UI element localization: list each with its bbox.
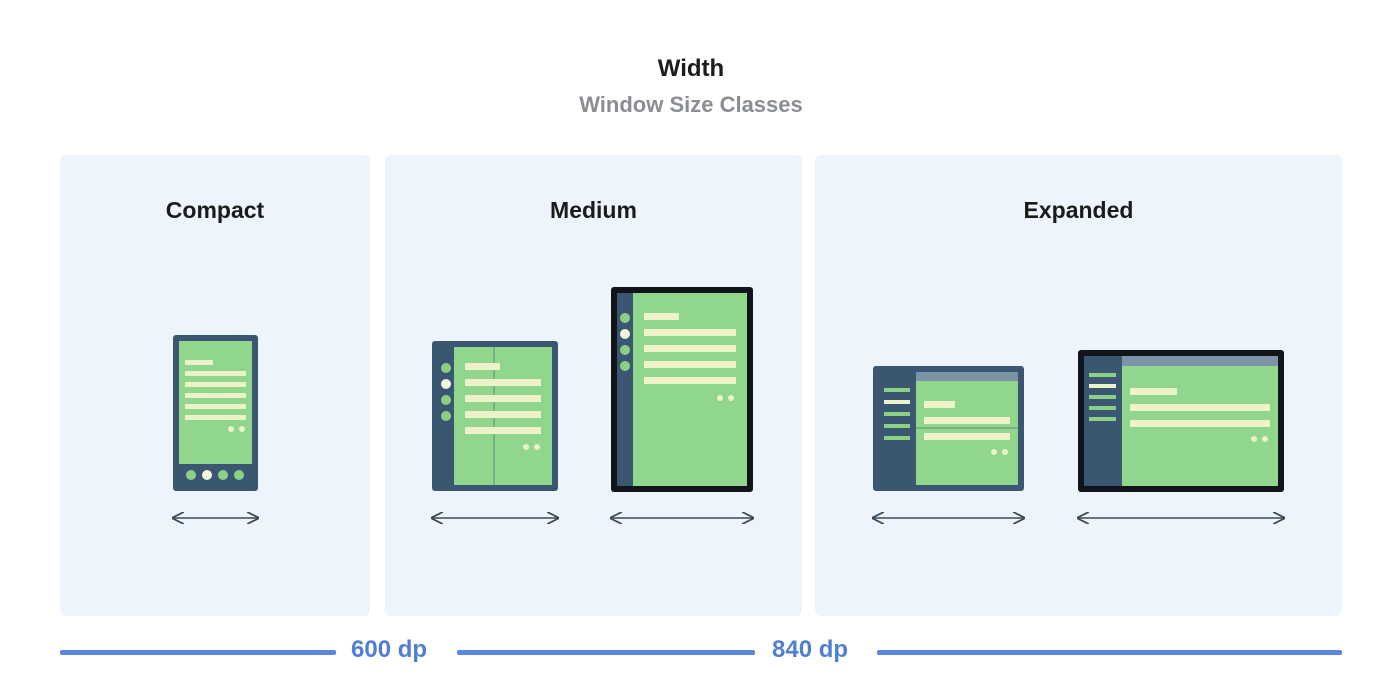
diagram-title: Width (657, 55, 725, 82)
foldable-landscape-device-icon (873, 366, 1024, 491)
panel-compact: Compact (60, 155, 370, 616)
breakpoint-line-segment (457, 650, 755, 655)
breakpoint-label-600: 600 dp (351, 636, 428, 663)
panel-label-medium: Medium (550, 197, 637, 223)
tablet-portrait-device-icon (611, 287, 753, 492)
phone-device-icon (173, 335, 258, 491)
foldable-device-icon (432, 341, 558, 491)
breakpoint-label-840: 840 dp (772, 636, 849, 663)
diagram-subtitle: Window Size Classes (579, 92, 803, 117)
panel-label-compact: Compact (165, 197, 265, 223)
tablet-landscape-device-icon (1078, 350, 1284, 492)
breakpoint-line-segment (877, 650, 1342, 655)
breakpoint-line-segment (60, 650, 336, 655)
panel-label-expanded: Expanded (1023, 197, 1134, 223)
